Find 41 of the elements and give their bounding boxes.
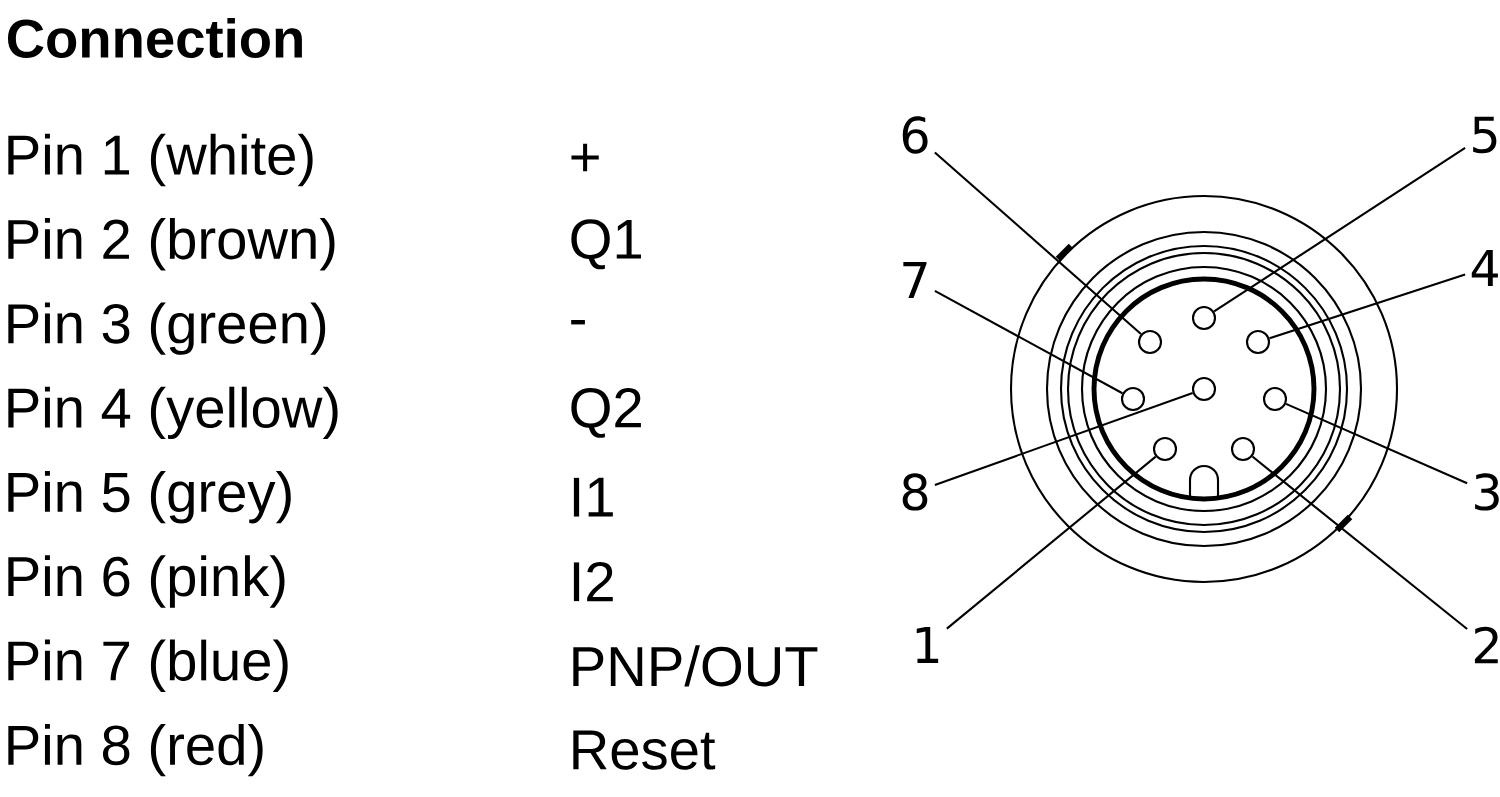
leader-line bbox=[1251, 455, 1468, 630]
pin-name: Pin 7 (blue) bbox=[8, 639, 288, 692]
pin-hole bbox=[1120, 386, 1146, 412]
pin-hole bbox=[1137, 329, 1163, 355]
leader-line bbox=[1213, 147, 1466, 313]
pin-name: Pin 2 (brown) bbox=[8, 218, 335, 271]
signal-name: Q2 bbox=[571, 387, 641, 438]
callout-number: 5 bbox=[1473, 116, 1497, 154]
callout-number: 7 bbox=[903, 262, 927, 298]
callout-number: 2 bbox=[1474, 626, 1498, 664]
callout-number: 1 bbox=[916, 627, 939, 663]
leader-line bbox=[1285, 402, 1468, 485]
pin-name: Pin 4 (yellow) bbox=[8, 386, 338, 440]
pin-hole bbox=[1245, 329, 1271, 355]
pin-name: Pin 5 (grey) bbox=[8, 471, 291, 524]
signal-name: Reset bbox=[573, 730, 716, 770]
pin-hole bbox=[1262, 386, 1288, 412]
signal-name: PNP/OUT bbox=[573, 645, 818, 687]
signal-name: I2 bbox=[573, 561, 613, 602]
leader-line bbox=[1269, 273, 1466, 340]
pin-hole bbox=[1230, 436, 1256, 462]
pin-name: Pin 6 (pink) bbox=[8, 555, 285, 608]
callout-number: 3 bbox=[1475, 473, 1499, 511]
pin-name: Pin 3 (green) bbox=[8, 302, 326, 355]
callout-number: 6 bbox=[902, 116, 928, 154]
callout-number: 4 bbox=[1471, 250, 1498, 286]
signal-name: Q1 bbox=[571, 219, 641, 270]
leader-line bbox=[946, 455, 1157, 630]
callout-number: 8 bbox=[902, 473, 928, 511]
pin-name: Pin 1 (white) bbox=[8, 133, 313, 187]
signal-name: - bbox=[571, 320, 585, 325]
signal-name: I1 bbox=[573, 477, 613, 517]
pin-name: Pin 8 (red) bbox=[8, 723, 263, 777]
title: Connection bbox=[7, 18, 302, 58]
leader-line bbox=[934, 151, 1142, 335]
pin-hole bbox=[1191, 305, 1217, 331]
signal-name: + bbox=[571, 143, 599, 172]
pin-hole bbox=[1152, 436, 1178, 462]
pin-hole bbox=[1191, 376, 1217, 402]
leader-line bbox=[934, 289, 1123, 395]
leader-line bbox=[934, 392, 1193, 486]
